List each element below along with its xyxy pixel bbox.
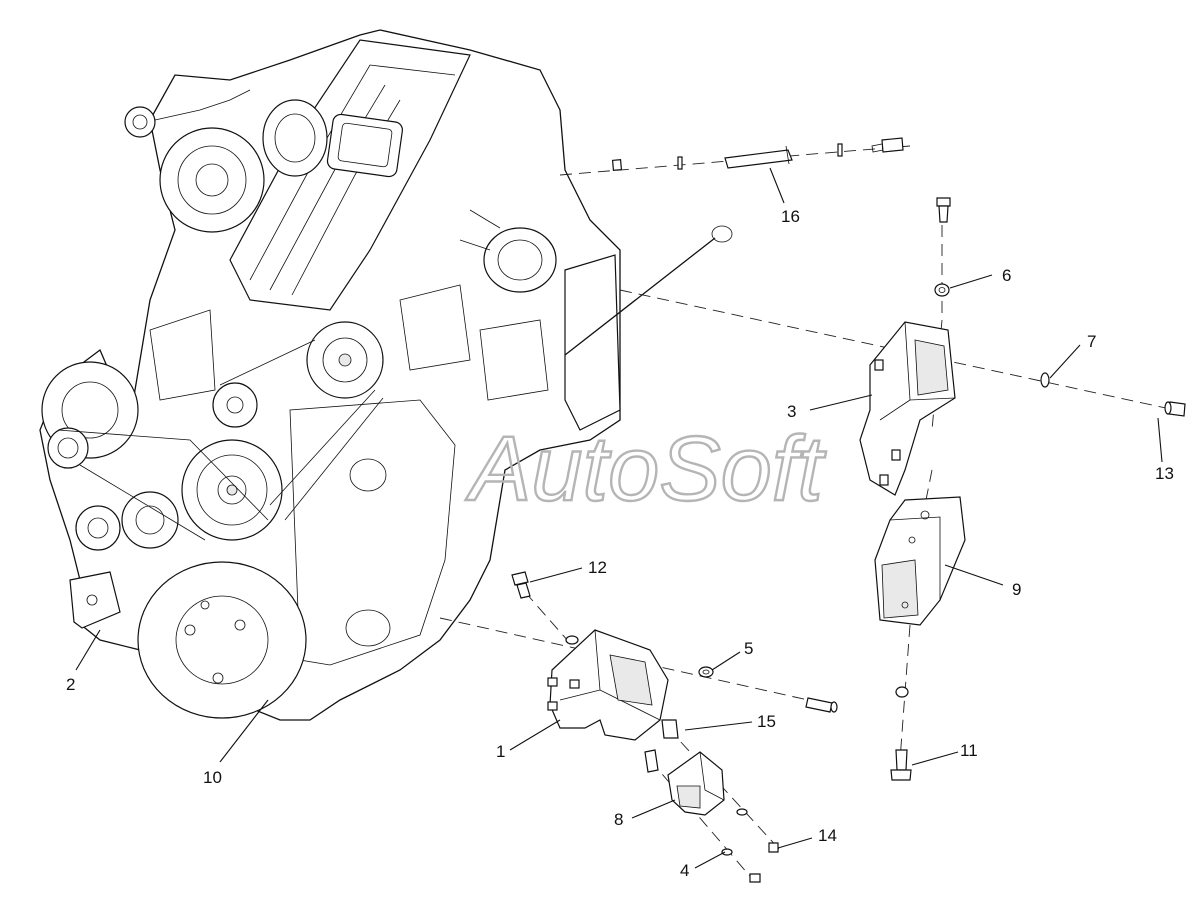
- callout-9: 9: [1012, 580, 1021, 599]
- part-8-lower-mount: [644, 719, 779, 883]
- engine-assembly: [39, 29, 733, 721]
- part-16-rod-assembly: [611, 137, 904, 171]
- callout-4: 4: [680, 861, 689, 880]
- part-11-bolt: [890, 686, 912, 781]
- callout-labels: 16 6 7 3 13 9 12 5 15 1 11 8 14 4 2 10: [66, 207, 1174, 880]
- callout-14: 14: [818, 826, 837, 845]
- callout-2: 2: [66, 675, 75, 694]
- callout-10: 10: [203, 768, 222, 787]
- callout-13: 13: [1155, 464, 1174, 483]
- part-12-5-hardware: [511, 571, 838, 713]
- callout-8: 8: [614, 810, 623, 829]
- callout-15: 15: [757, 712, 776, 731]
- watermark-text: AutoSoft: [465, 418, 826, 520]
- part-6-bolt-washer: [934, 197, 951, 297]
- callout-3: 3: [787, 402, 796, 421]
- part-7-13-hardware: [1040, 372, 1186, 417]
- callout-7: 7: [1087, 332, 1096, 351]
- part-9-mount-block: [874, 496, 966, 626]
- callout-6: 6: [1002, 266, 1011, 285]
- part-3-rear-bracket: [859, 321, 956, 496]
- part-1-front-bracket: [547, 629, 669, 741]
- callout-12: 12: [588, 558, 607, 577]
- callout-1: 1: [496, 742, 505, 761]
- callout-11: 11: [960, 741, 978, 760]
- callout-5: 5: [744, 639, 753, 658]
- callout-16: 16: [781, 207, 800, 226]
- leader-lines: [75, 167, 1163, 869]
